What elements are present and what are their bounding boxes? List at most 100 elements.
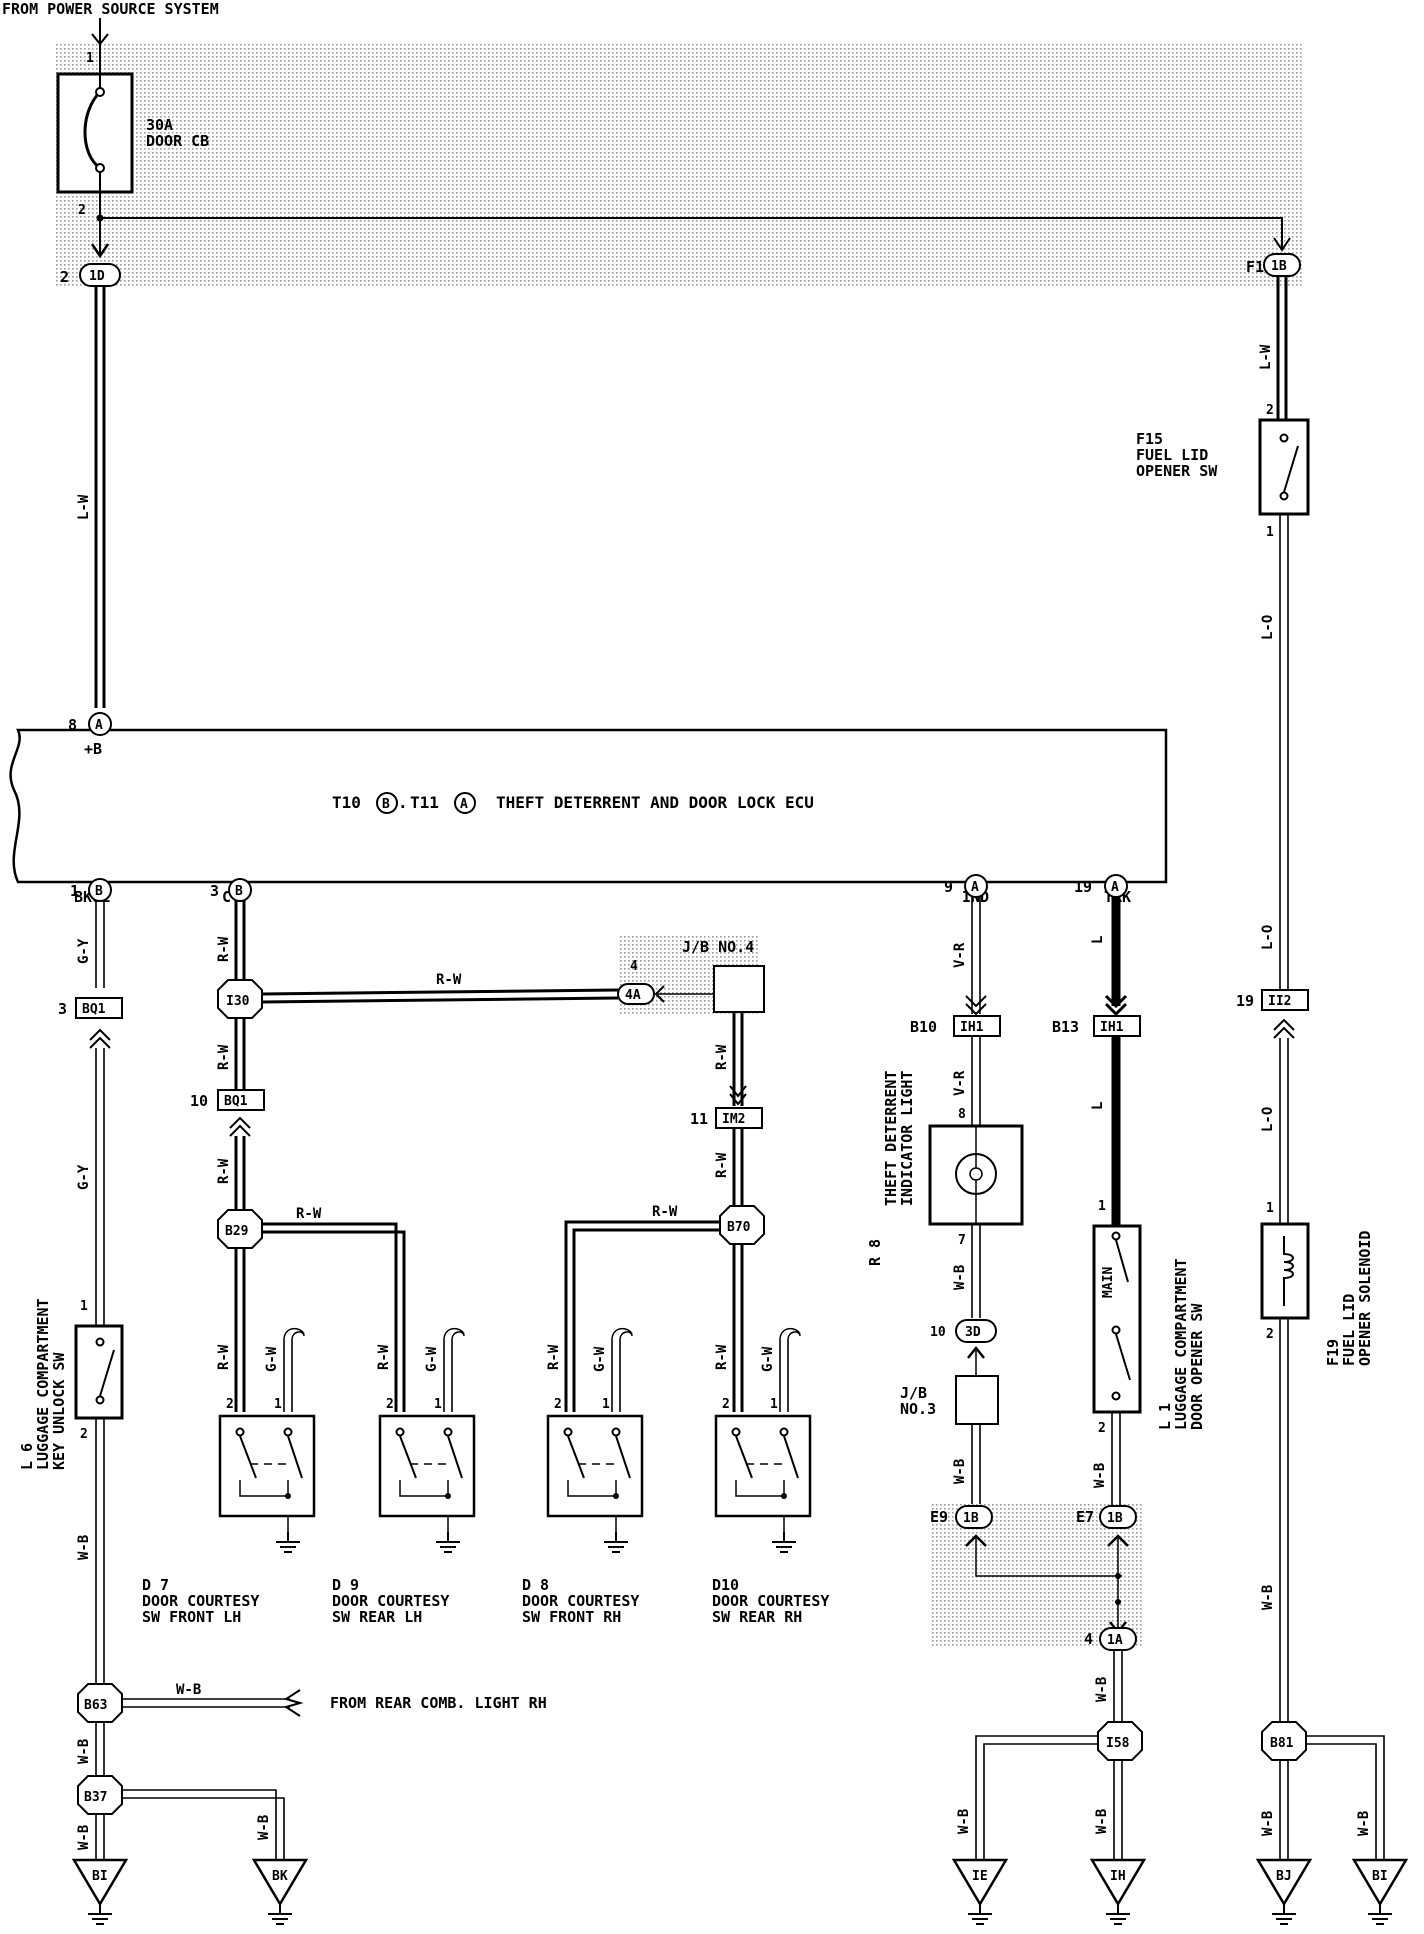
wire-vr-upper: V-R bbox=[952, 942, 968, 968]
wire-gw-d9: G-W bbox=[424, 1346, 440, 1372]
door-courtesy-switch-d7: 2 1 D 7 DOOR COURTESY SW FRONT LH bbox=[142, 1397, 316, 1626]
svg-text:2: 2 bbox=[60, 268, 69, 286]
svg-text:A: A bbox=[460, 797, 468, 812]
svg-text:T11: T11 bbox=[410, 793, 439, 812]
connector-e9: E9 1B bbox=[930, 1505, 993, 1529]
svg-text:E7: E7 bbox=[1076, 1508, 1094, 1526]
svg-text:B37: B37 bbox=[84, 1790, 107, 1805]
wire-rw-cty: R-W bbox=[216, 936, 232, 962]
wire-rw-bq1: R-W bbox=[216, 1158, 232, 1184]
svg-text:2: 2 bbox=[1098, 1421, 1106, 1436]
wire-vr-lower: V-R bbox=[952, 1070, 968, 1096]
svg-text:4: 4 bbox=[1084, 1630, 1093, 1648]
svg-text:2: 2 bbox=[80, 1427, 88, 1442]
svg-text:FUEL LID: FUEL LID bbox=[1136, 446, 1208, 464]
wire-wb-1a: W-B bbox=[1094, 1677, 1110, 1702]
svg-text:IH: IH bbox=[1110, 1869, 1126, 1884]
connector-bq1-10: 10 BQ1 bbox=[190, 1089, 265, 1111]
svg-text:BI: BI bbox=[92, 1869, 108, 1884]
wire-rw-d7: R-W bbox=[216, 1344, 232, 1370]
wire-l-lower: L bbox=[1090, 1102, 1106, 1110]
ground-bi-right: BI bbox=[1351, 1858, 1409, 1925]
svg-text:DOOR COURTESY: DOOR COURTESY bbox=[712, 1592, 829, 1610]
svg-text:THEFT DETERRENT: THEFT DETERRENT bbox=[882, 1071, 900, 1206]
wire-wb-b63: W-B bbox=[76, 1739, 92, 1764]
svg-text:1: 1 bbox=[80, 1299, 88, 1314]
svg-text:4A: 4A bbox=[625, 988, 641, 1003]
svg-text:1: 1 bbox=[70, 882, 79, 900]
svg-text:1: 1 bbox=[274, 1397, 282, 1412]
wire-wb-ih: W-B bbox=[1094, 1809, 1110, 1834]
junction-b63: B63 bbox=[77, 1683, 123, 1723]
svg-text:3: 3 bbox=[58, 1000, 67, 1018]
junction-i58: I58 bbox=[1097, 1721, 1143, 1761]
wire-gw-d8: G-W bbox=[592, 1346, 608, 1372]
svg-text:DOOR OPENER SW: DOOR OPENER SW bbox=[1188, 1303, 1206, 1430]
wire-lo-upper: L-O bbox=[1260, 615, 1276, 640]
ground-bk: BK bbox=[251, 1858, 309, 1925]
svg-text:10: 10 bbox=[930, 1325, 946, 1340]
svg-text:R 8: R 8 bbox=[866, 1239, 884, 1266]
svg-text:F19: F19 bbox=[1324, 1339, 1342, 1366]
door-courtesy-switch-d8: 2 1 D 8 DOOR COURTESY SW FRONT RH bbox=[522, 1397, 644, 1626]
ground-bj: BJ bbox=[1255, 1858, 1313, 1925]
svg-text:10: 10 bbox=[190, 1092, 208, 1110]
wire-rw-jb4: R-W bbox=[714, 1044, 730, 1070]
wire-rw-b29: R-W bbox=[296, 1206, 322, 1222]
wire-lw-right: L-W bbox=[1258, 344, 1274, 370]
connector-e7: E7 1B bbox=[1076, 1505, 1137, 1529]
svg-text:19: 19 bbox=[1074, 878, 1092, 896]
ecu-pin-bkul: 1 bbox=[70, 882, 79, 900]
connector-1d: 2 1D bbox=[60, 263, 121, 287]
wire-wb-jb3: W-B bbox=[952, 1459, 968, 1484]
svg-text:F15: F15 bbox=[1136, 430, 1163, 448]
ecu-title: THEFT DETERRENT AND DOOR LOCK ECU bbox=[496, 793, 814, 812]
svg-text:.: . bbox=[398, 793, 408, 812]
svg-text:INDICATOR LIGHT: INDICATOR LIGHT bbox=[898, 1071, 916, 1206]
svg-text:1: 1 bbox=[602, 1397, 610, 1412]
wire-wb-bj: W-B bbox=[1260, 1811, 1276, 1836]
svg-text:IE: IE bbox=[972, 1869, 988, 1884]
door-courtesy-switch-d10: 2 1 D10 DOOR COURTESY SW REAR RH bbox=[712, 1397, 829, 1626]
breaker-name: DOOR CB bbox=[146, 132, 209, 150]
svg-text:D 7: D 7 bbox=[142, 1576, 169, 1594]
rear-comb-note: FROM REAR COMB. LIGHT RH bbox=[330, 1694, 547, 1712]
svg-text:2: 2 bbox=[226, 1397, 234, 1412]
wire-wb-l1: W-B bbox=[1092, 1463, 1108, 1488]
svg-text:D 8: D 8 bbox=[522, 1576, 549, 1594]
door-circuit-breaker: 1 2 30A DOOR CB bbox=[56, 44, 209, 218]
power-source-label: FROM POWER SOURCE SYSTEM bbox=[2, 0, 219, 18]
svg-text:8: 8 bbox=[68, 716, 77, 734]
wire-gy-lower: G-Y bbox=[76, 1164, 92, 1190]
wire-l-upper: L bbox=[1090, 936, 1106, 944]
svg-text:9: 9 bbox=[944, 878, 953, 896]
wire-wb-bk: W-B bbox=[256, 1815, 272, 1840]
svg-text:2: 2 bbox=[78, 203, 86, 218]
wire-lo-lower: L-O bbox=[1260, 1107, 1276, 1132]
shaded-zone-top bbox=[56, 42, 1302, 288]
wire-wb-bi-right: W-B bbox=[1356, 1811, 1372, 1836]
svg-text:DOOR COURTESY: DOOR COURTESY bbox=[332, 1592, 449, 1610]
svg-text:1: 1 bbox=[1266, 1201, 1274, 1216]
svg-text:IH1: IH1 bbox=[1100, 1020, 1124, 1035]
svg-text:B29: B29 bbox=[225, 1224, 248, 1239]
svg-text:L 1: L 1 bbox=[1156, 1403, 1174, 1430]
svg-text:1B: 1B bbox=[1107, 1511, 1123, 1526]
svg-text:BJ: BJ bbox=[1276, 1869, 1292, 1884]
svg-text:A: A bbox=[971, 880, 979, 895]
wire-wb-bi: W-B bbox=[76, 1825, 92, 1850]
svg-text:BK: BK bbox=[272, 1869, 288, 1884]
svg-text:+B: +B bbox=[84, 740, 102, 758]
svg-text:A: A bbox=[95, 718, 103, 733]
connector-im2: 11 IM2 bbox=[690, 1107, 763, 1129]
svg-text:1D: 1D bbox=[89, 269, 105, 284]
svg-text:DOOR COURTESY: DOOR COURTESY bbox=[522, 1592, 639, 1610]
wire-gw-d7: G-W bbox=[264, 1346, 280, 1372]
svg-text:D10: D10 bbox=[712, 1576, 739, 1594]
luggage-door-opener-switch: 1 MAIN 2 L 1 LUGGAGE COMPARTMENT DOOR OP… bbox=[1092, 1199, 1206, 1436]
svg-text:J/B NO.4: J/B NO.4 bbox=[682, 938, 754, 956]
svg-text:OPENER SW: OPENER SW bbox=[1136, 462, 1218, 480]
svg-text:A: A bbox=[1111, 880, 1119, 895]
